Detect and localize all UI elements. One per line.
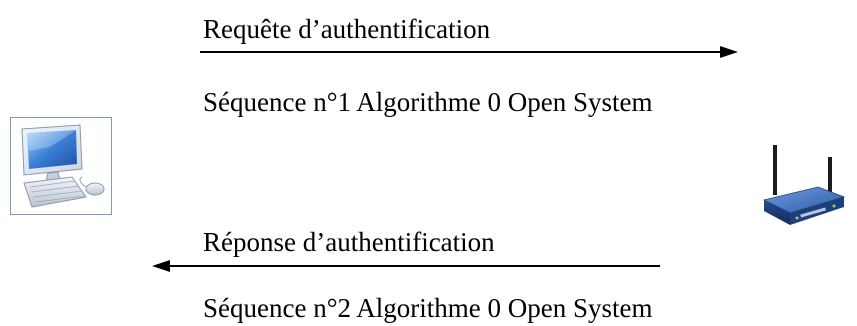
request-sequence: Séquence n°1 Algorithme 0 Open System — [203, 87, 653, 117]
response-arrow — [152, 260, 660, 272]
wireless-router-icon — [760, 145, 846, 235]
request-arrow — [200, 46, 738, 58]
response-sequence: Séquence n°2 Algorithme 0 Open System — [203, 293, 653, 323]
request-title: Requête d’authentification — [203, 14, 491, 44]
response-title: Réponse d’authentification — [203, 227, 495, 257]
computer-icon — [10, 117, 112, 215]
